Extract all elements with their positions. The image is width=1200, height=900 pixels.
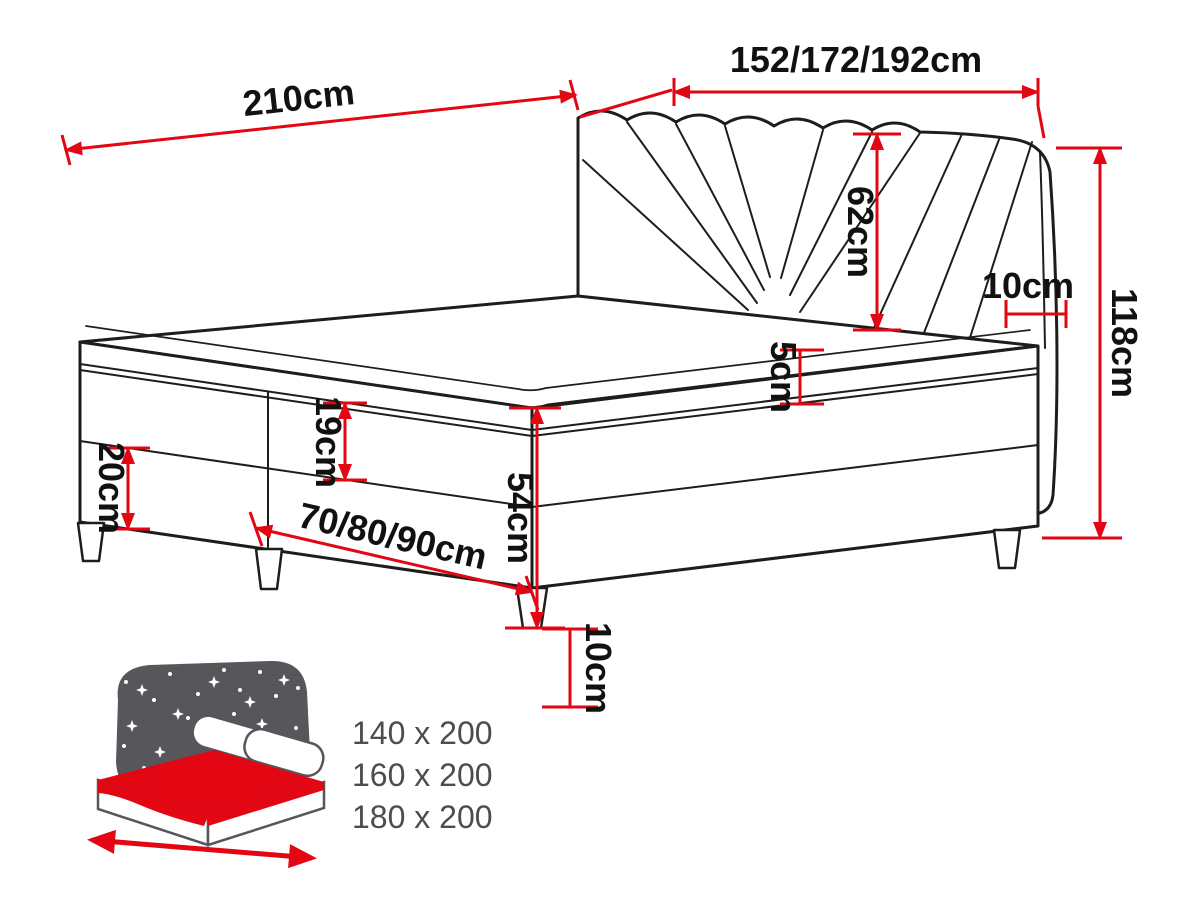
label-length: 210cm (241, 71, 357, 124)
size-option-180x200: 180 x 200 (352, 799, 493, 835)
pillowtop-seam (85, 325, 1031, 392)
leg-foot-middle (254, 547, 284, 591)
dimension-mattress-19 (323, 401, 367, 482)
pillows-icon (191, 714, 325, 778)
headboard-channel-pattern (582, 121, 1033, 345)
bed-body (76, 294, 1040, 630)
stars-decoration (122, 668, 300, 770)
size-option-160x200: 160 x 200 (352, 757, 493, 793)
mattress-icon (96, 750, 326, 847)
headboard-side-edge (1039, 151, 1046, 349)
bed-size-icon (87, 660, 326, 869)
dimension-leg-10 (542, 627, 598, 709)
label-total-height: 118cm (1104, 288, 1145, 398)
dimension-base-20 (106, 446, 150, 531)
dimension-base-unit-width (248, 511, 540, 611)
label-mattress-thickness: 19cm (308, 396, 349, 488)
dimension-length-210 (60, 79, 580, 166)
dimension-headboard-depth-10 (1004, 300, 1068, 328)
label-leg-height: 10cm (578, 622, 619, 714)
leg-front-right (992, 528, 1022, 570)
label-base-height: 20cm (91, 442, 132, 534)
size-options: 140 x 200 160 x 200 180 x 200 (352, 715, 493, 835)
label-headboard-depth: 10cm (982, 265, 1074, 306)
label-width-options: 152/172/192cm (730, 39, 982, 80)
dimension-lines (60, 78, 1122, 709)
label-side-height: 54cm (500, 472, 541, 564)
headboard (576, 109, 1059, 516)
label-topper-thickness: 5cm (763, 341, 804, 413)
dimension-headboard-62 (853, 132, 901, 332)
size-option-140x200: 140 x 200 (352, 715, 493, 751)
dimension-width-options (579, 78, 1046, 139)
leg-foot-left (76, 521, 106, 563)
dimension-total-height-118 (1042, 146, 1122, 540)
label-headboard-height: 62cm (840, 186, 881, 278)
dimension-topper-5 (780, 348, 824, 406)
width-range-arrow-icon (87, 829, 317, 869)
